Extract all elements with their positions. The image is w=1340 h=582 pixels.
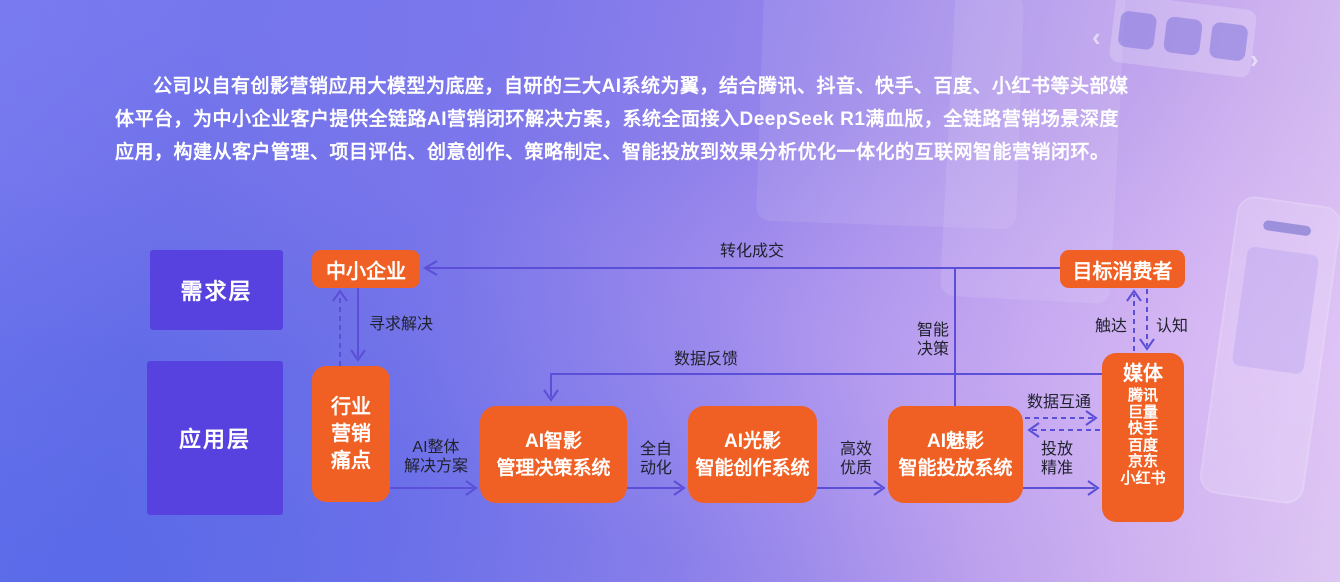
- layer-application: 应用层: [147, 361, 283, 515]
- label-full-automation: 全自 动化: [639, 441, 673, 477]
- arrowhead-feedback: [543, 389, 559, 402]
- label-data-feedback: 数据反馈: [673, 351, 739, 368]
- carousel-tile: [1162, 15, 1204, 57]
- background-carousel-card: [1108, 0, 1258, 79]
- arrowhead-quality: [873, 480, 886, 496]
- arrowhead-seek: [350, 349, 366, 362]
- system3-descriptor: 智能投放系统: [898, 457, 1013, 479]
- label-precise-delivery: 投放 精准: [1040, 441, 1074, 477]
- label-efficient-quality: 高效 优质: [839, 441, 873, 477]
- node-ai-meiying-system: AI魅影 智能投放系统: [888, 406, 1023, 503]
- node-industry-pain-points: 行业 营销 痛点: [312, 366, 390, 502]
- arrowhead-interop-right: [1085, 410, 1098, 426]
- arrowhead-conversion: [423, 260, 438, 276]
- label-reach: 触达: [1094, 318, 1128, 335]
- arrowhead-automation: [673, 480, 686, 496]
- media-platform-item: 巨量: [1127, 403, 1158, 421]
- carousel-next-icon: ›: [1250, 44, 1259, 74]
- label-conversion: 转化成交: [719, 243, 785, 260]
- phone-pill-shape: [1262, 219, 1312, 237]
- label-overall-solution: AI整体 解决方案: [403, 439, 469, 475]
- arrowhead-interop-left: [1027, 422, 1040, 438]
- media-title: 媒体: [1123, 363, 1163, 385]
- node-sme: 中小企业: [312, 250, 420, 288]
- carousel-prev-icon: ‹: [1092, 22, 1101, 52]
- arrowhead-precise-delivery: [1087, 480, 1100, 496]
- label-smart-decision: 智能 决策: [916, 322, 950, 358]
- system2-name: AI光影: [723, 430, 781, 452]
- label-seek-solution: 寻求解决: [368, 316, 434, 333]
- node-target-consumer: 目标消费者: [1060, 250, 1185, 288]
- arrowhead-overall-solution: [465, 480, 478, 496]
- arrowhead-reach: [1126, 289, 1142, 302]
- carousel-tile: [1117, 10, 1158, 51]
- media-platform-item: 京东: [1127, 453, 1158, 470]
- carousel-tile: [1208, 21, 1249, 62]
- media-platform-item: 腾讯: [1127, 387, 1158, 404]
- node-ai-zhiying-system: AI智影 管理决策系统: [480, 406, 627, 503]
- system3-name: AI魅影: [926, 430, 984, 452]
- system1-descriptor: 管理决策系统: [496, 457, 611, 479]
- node-ai-guangying-system: AI光影 智能创作系统: [688, 406, 817, 503]
- arrowhead-awareness: [1139, 338, 1155, 351]
- phone-robot-illustration: [1231, 245, 1320, 375]
- system2-descriptor: 智能创作系统: [695, 457, 810, 479]
- line-feedback: [550, 373, 1102, 397]
- layer-demand: 需求层: [150, 250, 283, 330]
- media-platform-item: 快手: [1127, 420, 1158, 437]
- system1-name: AI智影: [524, 430, 582, 452]
- node-media-platforms: 媒体 腾讯 巨量 快手 百度 京东 小红书: [1102, 353, 1184, 522]
- background-phone-mockup: [1197, 194, 1340, 506]
- arrowhead-seek-return: [332, 289, 348, 302]
- media-platform-item: 小红书: [1120, 469, 1166, 487]
- label-data-interop: 数据互通: [1026, 394, 1092, 411]
- intro-paragraph: 公司以自有创影营销应用大模型为底座，自研的三大AI系统为翼，结合腾讯、抖音、快手…: [115, 76, 1129, 163]
- label-awareness: 认知: [1155, 318, 1189, 335]
- media-platform-item: 百度: [1127, 436, 1158, 454]
